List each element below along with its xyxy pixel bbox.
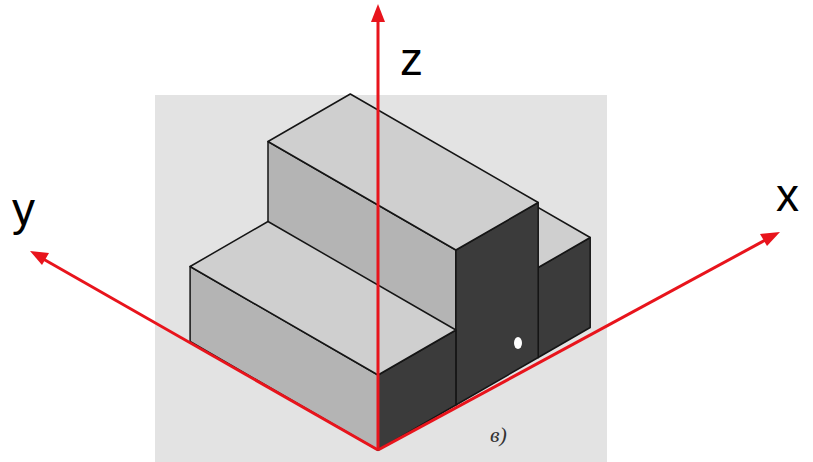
arrowhead [371, 4, 385, 22]
axis-label: x [776, 172, 799, 218]
arrowhead [30, 251, 49, 265]
axis-label: z [400, 36, 423, 82]
x-axis [378, 237, 771, 450]
block-face [190, 222, 456, 376]
figure-letter: в) [490, 424, 507, 446]
z-axis [377, 14, 380, 450]
axes [30, 4, 780, 450]
scan-background [155, 95, 607, 462]
hole-mark [514, 337, 522, 349]
y-axis [38, 256, 378, 450]
stepped-block [190, 94, 590, 450]
block-face [268, 94, 538, 250]
axis-label: y [12, 186, 35, 232]
arrowhead [760, 232, 780, 246]
